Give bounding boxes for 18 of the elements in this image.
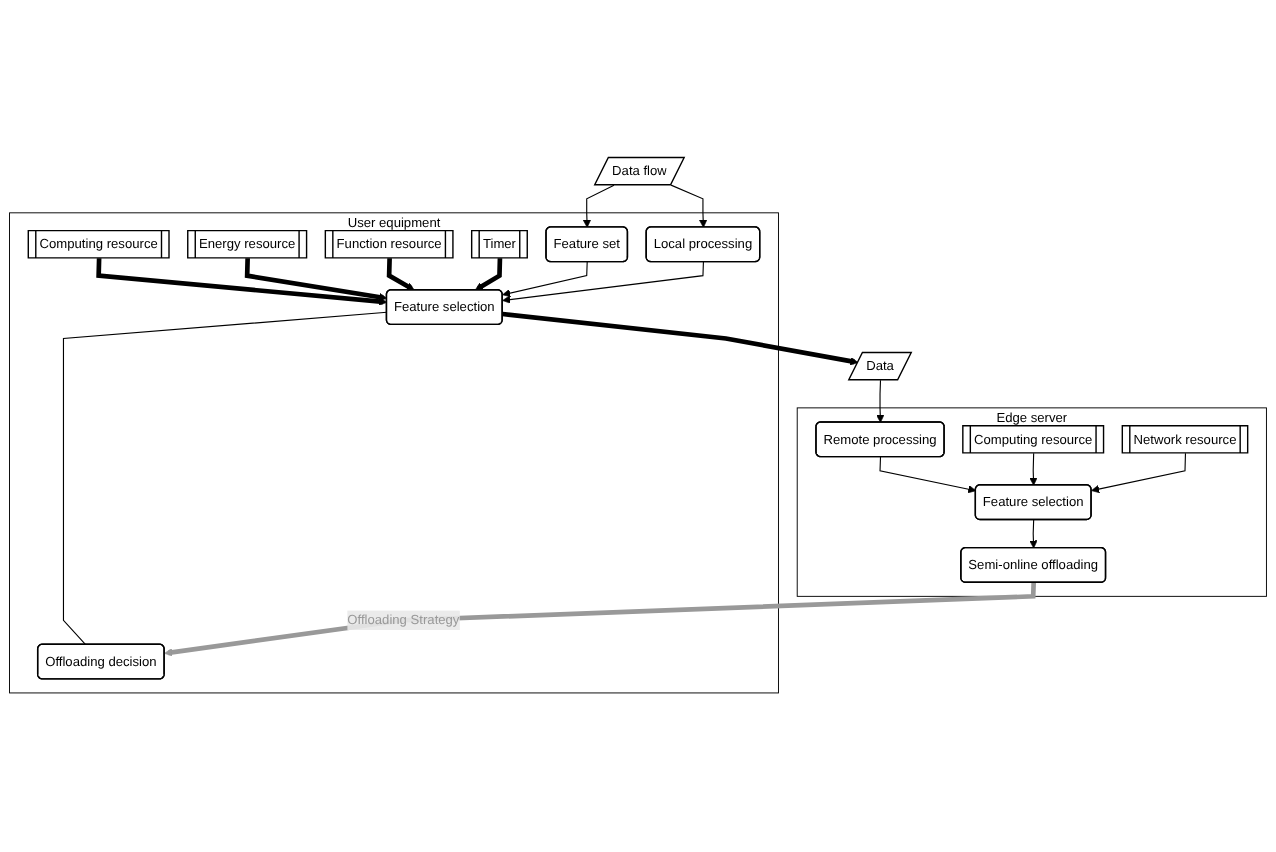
arrow — [244, 259, 388, 302]
arrow — [164, 583, 1036, 658]
arrow — [670, 185, 708, 229]
arrow — [1029, 520, 1038, 550]
arrow — [502, 262, 704, 305]
arrow — [582, 185, 615, 229]
arrow — [96, 259, 388, 307]
arrow — [1091, 453, 1187, 494]
arrow — [879, 457, 977, 494]
arrow — [876, 380, 885, 424]
arrow — [386, 259, 415, 292]
arrow — [502, 262, 588, 298]
arrow — [1029, 453, 1038, 487]
cluster — [796, 408, 1267, 598]
arrow — [474, 259, 503, 292]
arrow — [502, 312, 859, 367]
connector — [62, 312, 388, 646]
cluster — [9, 213, 779, 695]
